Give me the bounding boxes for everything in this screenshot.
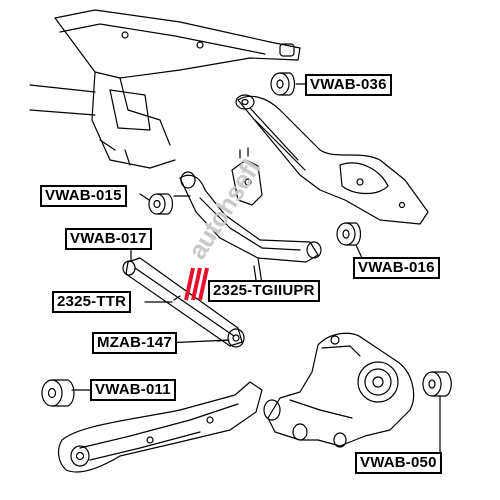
label-vwab-011: VWAB-011 <box>90 379 176 401</box>
label-2325-ttr: 2325-TTR <box>52 291 132 313</box>
label-2325-tgiiupr: 2325-TGIIUPR <box>208 280 320 302</box>
bracket-drawing <box>231 147 263 206</box>
tgiiupr-arm-drawing <box>179 171 322 285</box>
label-mzab-147: MZAB-147 <box>92 332 177 354</box>
vwab-050-bush-drawing <box>422 371 452 453</box>
label-vwab-015: VWAB-015 <box>40 185 127 207</box>
vwab-016-bush-drawing <box>336 222 363 259</box>
rear-subframe-drawing <box>29 9 301 169</box>
watermark-accent <box>184 267 209 301</box>
label-vwab-017: VWAB-017 <box>65 228 152 250</box>
wheel-knuckle-drawing <box>263 332 415 448</box>
label-vwab-036: VWAB-036 <box>305 74 392 96</box>
vwab-015-bush-drawing <box>139 193 174 215</box>
vwab-011-bush-drawing <box>41 379 91 407</box>
label-vwab-050: VWAB-050 <box>355 452 442 474</box>
lower-trailing-arm-drawing <box>57 381 263 473</box>
upper-control-arm-drawing <box>235 94 429 225</box>
label-vwab-016: VWAB-016 <box>353 257 440 279</box>
vwab-036-bush-drawing <box>270 72 307 96</box>
